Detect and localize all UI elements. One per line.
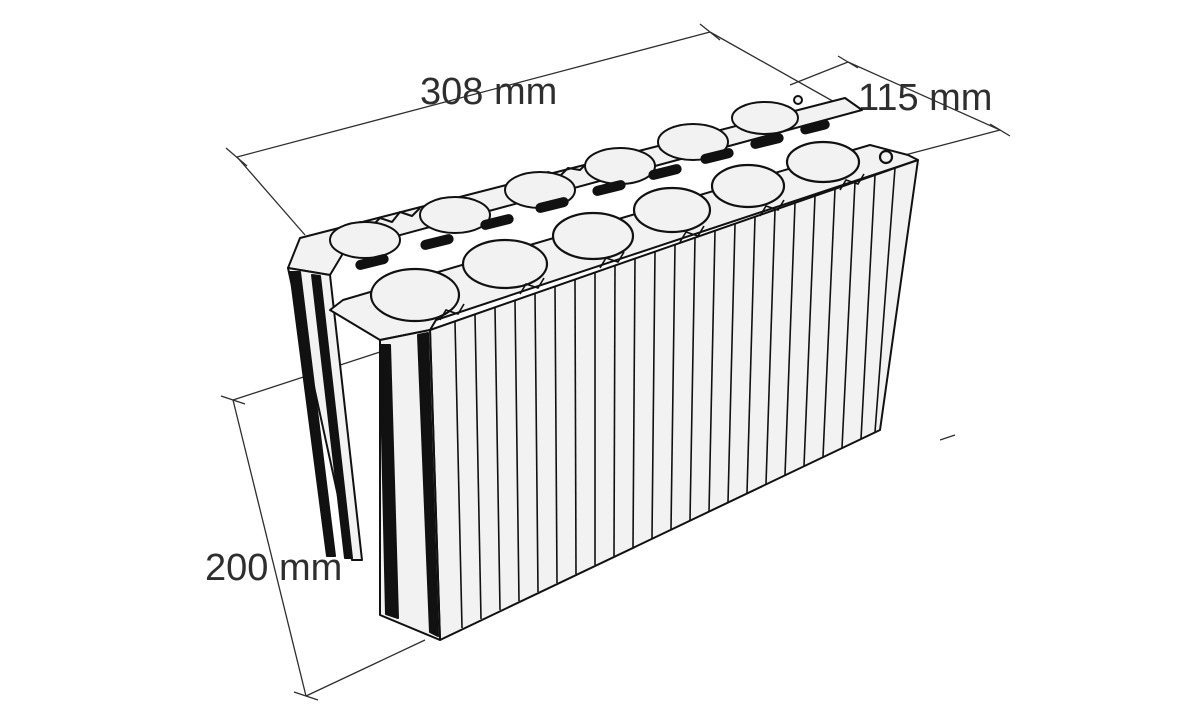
brick-front-face <box>379 159 919 641</box>
length-dimension-label: 308 mm <box>420 71 557 113</box>
length-dimension-line <box>236 31 711 158</box>
front-top-teeth <box>439 173 865 321</box>
height-dimension-label: 200 mm <box>205 547 342 589</box>
front-face-ribs <box>454 167 896 629</box>
width-dimension-label: 115 mm <box>858 77 992 119</box>
height-dimension-line <box>232 399 307 697</box>
width-dimension-line <box>847 61 1001 131</box>
front-row-holes <box>369 140 894 323</box>
slot-row <box>355 119 830 270</box>
